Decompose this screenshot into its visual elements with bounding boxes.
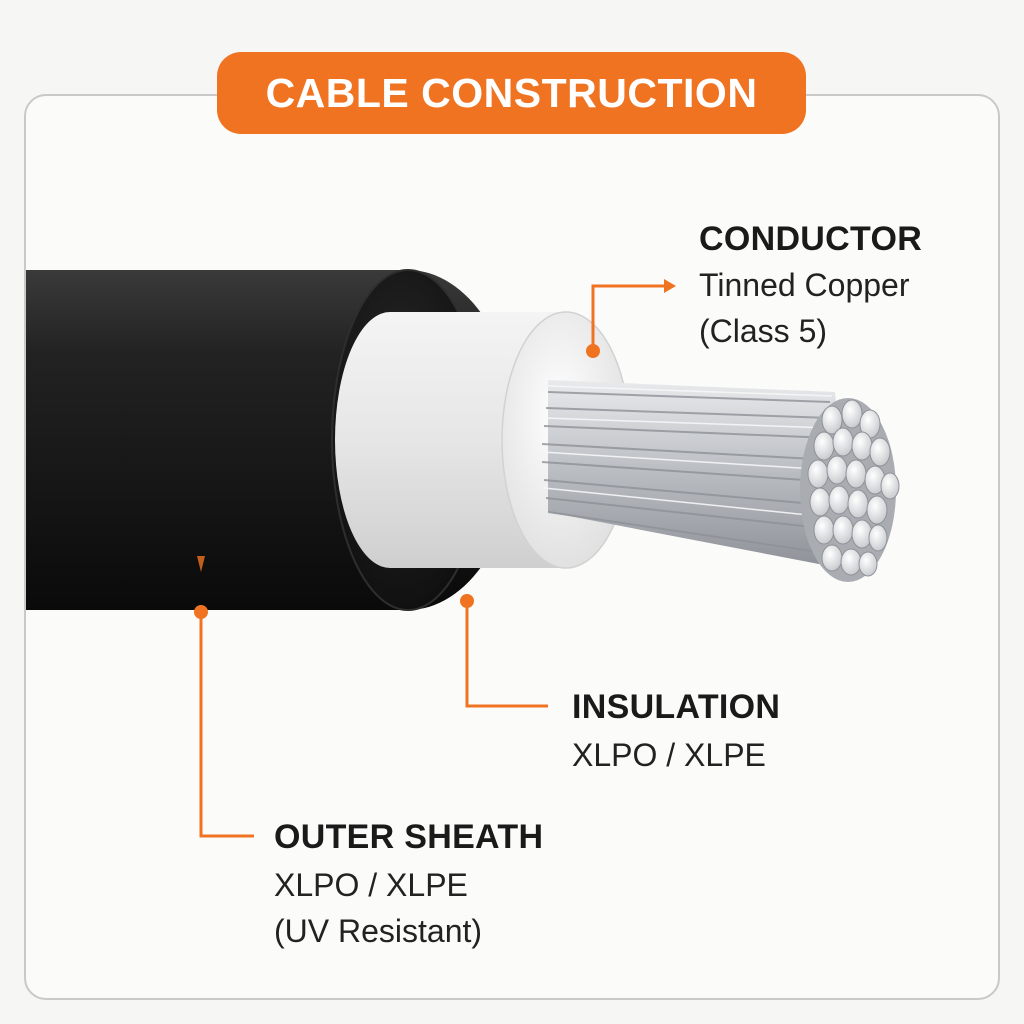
conductor-title: CONDUCTOR — [699, 220, 923, 258]
conductor-strands — [541, 380, 850, 570]
insulation-dot — [460, 594, 474, 608]
conductor-line-1: Tinned Copper — [699, 267, 910, 303]
conductor-arrow-icon — [664, 279, 676, 293]
outer-sheath-label: OUTER SHEATH XLPO / XLPE (UV Resistant) — [274, 816, 543, 954]
conductor-label: CONDUCTOR Tinned Copper (Class 5) — [699, 218, 922, 354]
conductor-end-face — [800, 398, 900, 582]
outer-sheath-title: OUTER SHEATH — [274, 818, 544, 856]
conductor-leader — [586, 279, 676, 358]
sheath-dot — [194, 605, 208, 619]
conductor-line-2: (Class 5) — [699, 313, 828, 349]
conductor-dot — [586, 344, 600, 358]
insulation-title: INSULATION — [572, 688, 781, 726]
sheath-leader — [194, 556, 254, 838]
insulation-leader — [460, 594, 548, 708]
insulation-line-1: XLPO / XLPE — [572, 737, 766, 773]
outer-sheath-line-1: XLPO / XLPE — [274, 867, 468, 903]
title-banner: CABLE CONSTRUCTION — [217, 52, 806, 134]
diagram-title: CABLE CONSTRUCTION — [265, 69, 758, 116]
insulation-label: INSULATION XLPO / XLPE — [572, 686, 780, 778]
sheath-marker-icon — [197, 556, 205, 572]
outer-sheath-line-2: (UV Resistant) — [274, 913, 483, 949]
